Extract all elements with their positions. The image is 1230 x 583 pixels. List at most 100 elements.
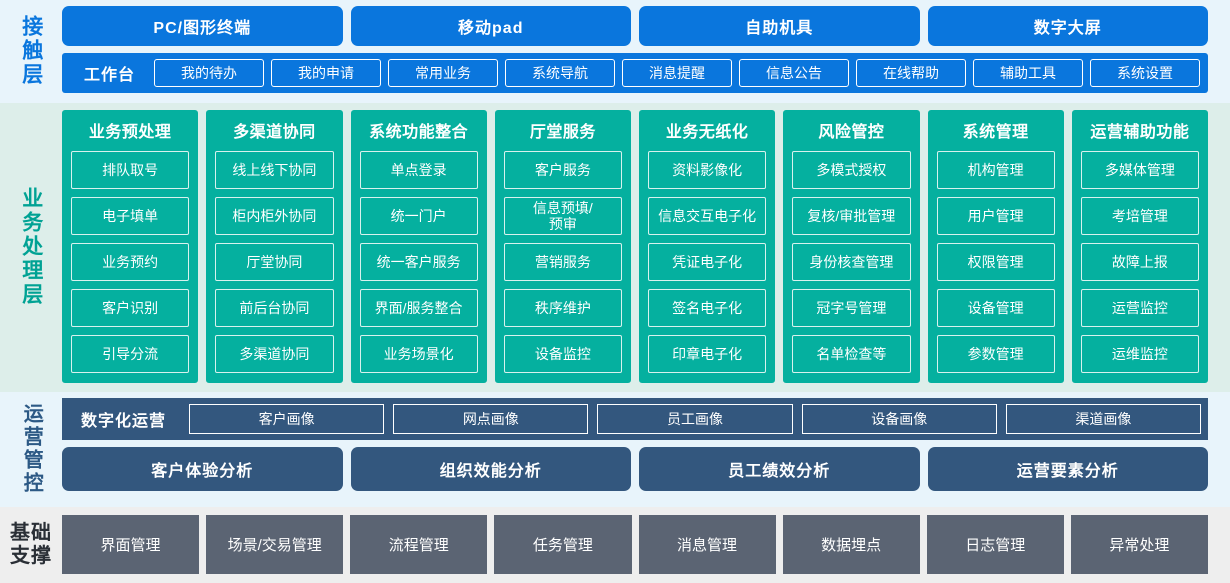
layer-operations-label-text: 运营管控 [20,402,43,495]
workbench-item-my-application[interactable]: 我的申请 [271,59,382,87]
analysis-item-employee-performance[interactable]: 员工绩效分析 [639,447,920,491]
biz-item[interactable]: 营销服务 [503,243,622,282]
biz-item[interactable]: 印章电子化 [648,335,767,373]
biz-item[interactable]: 业务预约 [71,243,190,281]
layer-base-support-label-text: 基础 支撑 [10,522,52,568]
terminal-chip-self-service[interactable]: 自助机具 [639,6,920,46]
biz-item[interactable]: 信息交互电子化 [648,197,767,235]
workbench-item-common-business[interactable]: 常用业务 [388,59,499,87]
biz-item[interactable]: 参数管理 [936,335,1055,373]
workbench-item-system-nav[interactable]: 系统导航 [505,59,616,87]
base-item-task-management[interactable]: 任务管理 [494,515,632,574]
workbench-title: 工作台 [84,67,136,84]
biz-item[interactable]: 权限管理 [936,243,1055,281]
biz-item[interactable]: 设备监控 [503,335,622,373]
biz-column-pre-processing: 业务预处理 排队取号 电子填单 业务预约 客户识别 引导分流 [62,110,199,383]
biz-item[interactable]: 电子填单 [71,197,190,235]
biz-column-system-management: 系统管理 机构管理 用户管理 权限管理 设备管理 参数管理 [927,110,1064,383]
biz-item[interactable]: 多媒体管理 [1080,151,1199,189]
biz-item[interactable]: 身份核查管理 [792,243,911,281]
biz-item[interactable]: 排队取号 [71,151,190,189]
layer-contact-label: 接触层 [0,6,62,95]
biz-column-risk-control: 风险管控 多模式授权 复核/审批管理 身份核查管理 冠字号管理 名单检查等 [783,110,920,383]
biz-item[interactable]: 界面/服务整合 [359,289,478,327]
workbench-item-message-alert[interactable]: 消息提醒 [622,59,733,87]
biz-column-lobby-service: 厅堂服务 客户服务 信息预填/ 预审 营销服务 秩序维护 设备监控 [494,110,631,383]
biz-column-title: 系统管理 [962,124,1029,141]
layer-base-support: 基础 支撑 界面管理 场景/交易管理 流程管理 任务管理 消息管理 数据埋点 日… [0,507,1230,583]
biz-item[interactable]: 线上线下协同 [215,151,334,189]
biz-item[interactable]: 客户识别 [71,289,190,327]
biz-column-title: 多渠道协同 [233,124,316,141]
biz-item-list: 线上线下协同 柜内柜外协同 厅堂协同 前后台协同 多渠道协同 [215,151,334,373]
biz-item-list: 机构管理 用户管理 权限管理 设备管理 参数管理 [936,151,1055,373]
portrait-item-employee[interactable]: 员工画像 [597,404,793,434]
biz-item[interactable]: 复核/审批管理 [792,197,911,235]
base-item-ui-management[interactable]: 界面管理 [62,515,200,574]
biz-column-title: 风险管控 [818,124,885,141]
biz-column-title: 系统功能整合 [369,124,469,141]
base-item-scenario-transaction-management[interactable]: 场景/交易管理 [206,515,344,574]
biz-item[interactable]: 信息预填/ 预审 [503,196,622,236]
biz-item[interactable]: 故障上报 [1080,243,1199,281]
biz-item[interactable]: 柜内柜外协同 [215,197,334,235]
biz-item[interactable]: 设备管理 [936,289,1055,327]
biz-item[interactable]: 单点登录 [359,151,478,189]
workbench-item-announcement[interactable]: 信息公告 [739,59,850,87]
biz-item[interactable]: 运营监控 [1080,289,1199,327]
biz-item[interactable]: 用户管理 [936,197,1055,235]
biz-item[interactable]: 资料影像化 [648,151,767,189]
biz-item[interactable]: 厅堂协同 [215,243,334,281]
terminal-chip-digital-screen[interactable]: 数字大屏 [927,6,1208,46]
layer-contact-body: PC/图形终端 移动pad 自助机具 数字大屏 工作台 我的待办 我的申请 常用… [62,6,1230,95]
analysis-item-operation-factors[interactable]: 运营要素分析 [927,447,1208,491]
biz-item[interactable]: 机构管理 [936,151,1055,189]
layer-business-label-text: 业务处理层 [19,186,43,307]
analysis-item-organization-efficiency[interactable]: 组织效能分析 [350,447,631,491]
biz-item[interactable]: 统一客户服务 [359,243,478,281]
base-item-log-management[interactable]: 日志管理 [926,515,1064,574]
digital-operations-title: 数字化运营 [81,413,167,430]
biz-column-operation-support: 运营辅助功能 多媒体管理 考培管理 故障上报 运营监控 运维监控 [1071,110,1208,383]
layer-base-support-body: 界面管理 场景/交易管理 流程管理 任务管理 消息管理 数据埋点 日志管理 异常… [62,515,1230,574]
base-item-message-management[interactable]: 消息管理 [638,515,776,574]
biz-item-list: 多媒体管理 考培管理 故障上报 运营监控 运维监控 [1080,151,1199,373]
biz-item[interactable]: 名单检查等 [792,335,911,373]
terminal-chip-mobile-pad[interactable]: 移动pad [350,6,631,46]
biz-item[interactable]: 冠字号管理 [792,289,911,327]
biz-item[interactable]: 运维监控 [1080,335,1199,373]
biz-column-title: 运营辅助功能 [1090,124,1190,141]
biz-item[interactable]: 凭证电子化 [648,243,767,281]
layer-base-support-label: 基础 支撑 [0,515,62,574]
workbench-item-my-todo[interactable]: 我的待办 [154,59,265,87]
biz-item[interactable]: 前后台协同 [215,289,334,327]
biz-item[interactable]: 业务场景化 [359,335,478,373]
terminal-chip-pc[interactable]: PC/图形终端 [62,6,343,46]
portrait-item-branch[interactable]: 网点画像 [393,404,589,434]
biz-item[interactable]: 考培管理 [1080,197,1199,235]
layer-operations-body: 数字化运营 客户画像 网点画像 员工画像 设备画像 渠道画像 客户体验分析 组织… [62,398,1230,499]
base-item-process-management[interactable]: 流程管理 [350,515,488,574]
workbench-item-system-settings[interactable]: 系统设置 [1090,59,1201,87]
base-item-exception-handling[interactable]: 异常处理 [1070,515,1208,574]
biz-item[interactable]: 引导分流 [71,335,190,373]
biz-item-list: 多模式授权 复核/审批管理 身份核查管理 冠字号管理 名单检查等 [792,151,911,373]
workbench-item-aux-tools[interactable]: 辅助工具 [973,59,1084,87]
analysis-item-customer-experience[interactable]: 客户体验分析 [62,447,343,491]
biz-item[interactable]: 多模式授权 [792,151,911,189]
portrait-item-channel[interactable]: 渠道画像 [1005,404,1202,434]
biz-column-system-function-integration: 系统功能整合 单点登录 统一门户 统一客户服务 界面/服务整合 业务场景化 [350,110,487,383]
base-label-line2: 支撑 [10,544,52,567]
biz-item[interactable]: 签名电子化 [648,289,767,327]
layer-contact-label-text: 接触层 [19,14,43,87]
portrait-item-device[interactable]: 设备画像 [801,404,997,434]
workbench-item-online-help[interactable]: 在线帮助 [856,59,967,87]
biz-item[interactable]: 多渠道协同 [215,335,334,373]
biz-item[interactable]: 秩序维护 [503,289,622,328]
portrait-item-customer[interactable]: 客户画像 [189,404,385,434]
biz-item[interactable]: 客户服务 [503,151,622,189]
biz-item[interactable]: 统一门户 [359,197,478,235]
layer-business-body: 业务预处理 排队取号 电子填单 业务预约 客户识别 引导分流 多渠道协同 线上线… [62,110,1230,383]
base-item-data-tracking[interactable]: 数据埋点 [782,515,920,574]
biz-column-title: 厅堂服务 [529,124,596,141]
